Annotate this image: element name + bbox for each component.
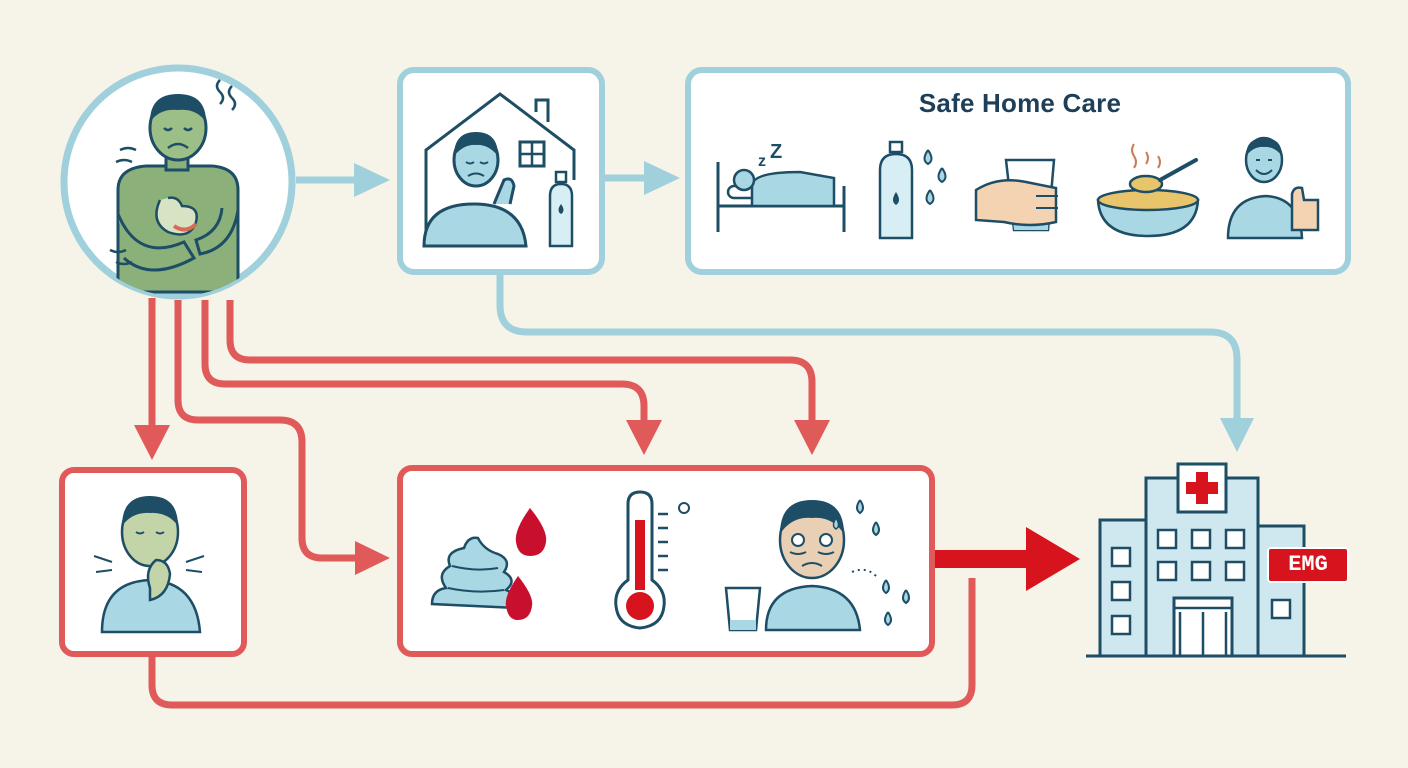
danger-path-to-warning-signs xyxy=(174,300,390,575)
svg-text:z: z xyxy=(758,153,766,170)
svg-text:Z: Z xyxy=(770,141,782,163)
safe-path-to-hospital xyxy=(496,272,1254,452)
emg-badge-label: EMG xyxy=(1288,552,1328,577)
water-drops-icon xyxy=(878,140,947,240)
danger-path-to-vomiting xyxy=(134,298,170,460)
stool-icon xyxy=(430,536,519,610)
empty-glass-icon xyxy=(724,586,762,632)
blood-drop-icon xyxy=(505,508,547,620)
house-rest-icon xyxy=(422,92,576,248)
warning-signs-panel xyxy=(397,465,935,657)
danger-path-to-dehydration xyxy=(226,300,830,455)
safe-path-to-care xyxy=(604,161,680,195)
connectors xyxy=(134,161,1254,709)
safe-path-to-home xyxy=(296,163,390,197)
soup-bowl-icon xyxy=(1096,143,1200,238)
red-cross-icon xyxy=(1176,462,1228,514)
sleeping-bed-icon: z Z xyxy=(716,141,846,232)
safe-home-care-title: Safe Home Care xyxy=(918,88,1122,118)
safe-home-care-panel: z Z xyxy=(685,67,1351,275)
hospital-icon xyxy=(1086,462,1346,658)
home-rest-panel xyxy=(397,67,605,275)
hand-glass-icon xyxy=(974,158,1058,232)
vomiting-panel xyxy=(59,467,247,657)
alarm-arrow-to-hospital xyxy=(934,527,1080,591)
water-bottle-icon xyxy=(548,170,574,248)
thermometer-icon xyxy=(614,490,690,630)
vomiting-person-icon xyxy=(93,496,205,634)
emg-badge xyxy=(1267,547,1349,583)
dehydrated-person-icon xyxy=(764,499,910,632)
danger-path-to-fever xyxy=(201,300,662,455)
stomach-ache-person-icon xyxy=(60,64,296,300)
thumbs-up-person-icon xyxy=(1226,136,1320,240)
danger-path-from-vomiting xyxy=(148,578,976,709)
